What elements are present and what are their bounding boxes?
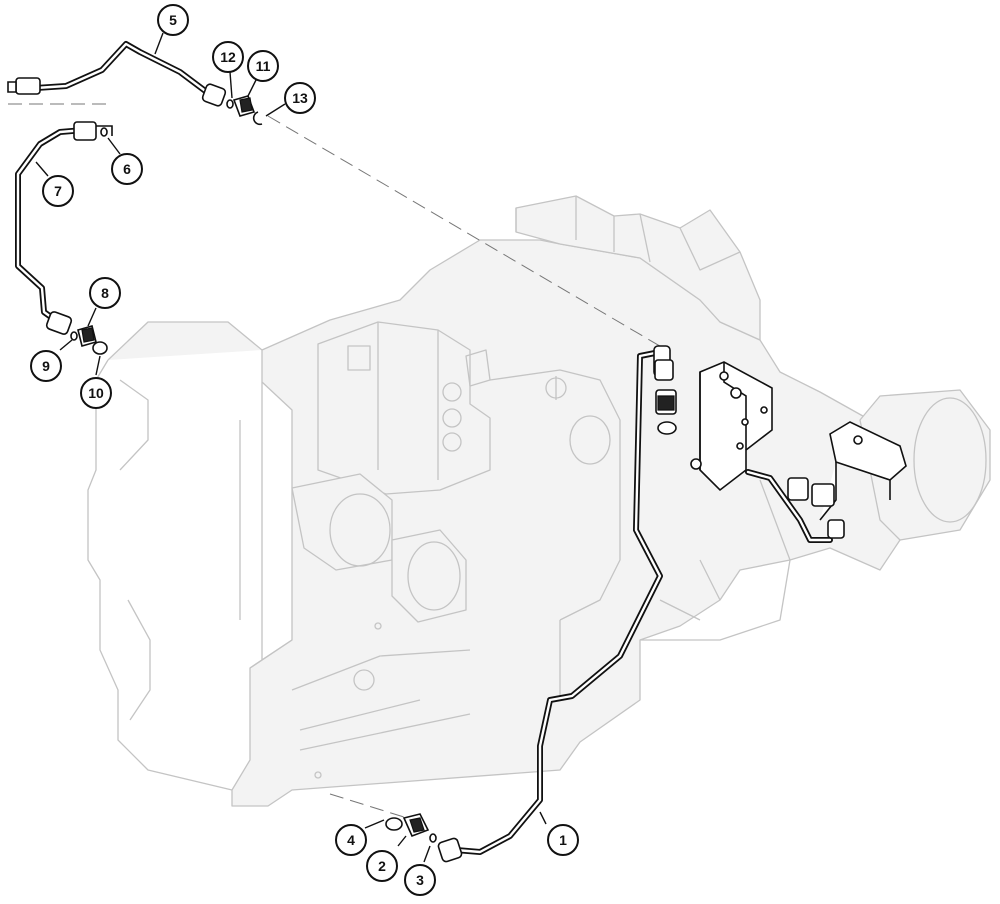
callout-5: 5 — [157, 4, 189, 36]
svg-text:4: 4 — [347, 832, 355, 848]
o-ring-3 — [429, 833, 437, 843]
svg-text:2: 2 — [378, 858, 386, 874]
callouts: 1 2 3 4 5 6 7 8 — [30, 4, 579, 896]
leader-lines — [35, 32, 547, 863]
callout-10: 10 — [80, 377, 112, 409]
callout-13: 13 — [284, 82, 316, 114]
callout-6: 6 — [111, 153, 143, 185]
left-fittings — [70, 127, 108, 355]
svg-text:5: 5 — [169, 12, 177, 28]
svg-text:1: 1 — [559, 832, 567, 848]
o-ring-6 — [100, 127, 108, 137]
transmission-housing-outline — [87, 195, 991, 807]
callout-4: 4 — [335, 824, 367, 856]
tube-7 — [15, 121, 113, 335]
o-ring-13 — [252, 111, 263, 126]
callout-8: 8 — [89, 277, 121, 309]
callout-7: 7 — [42, 175, 74, 207]
o-ring-4 — [385, 817, 403, 831]
upper-fittings — [226, 95, 263, 126]
tube-5 — [7, 41, 227, 107]
o-ring-12 — [226, 99, 234, 109]
tube-1-upper-fittings — [654, 359, 677, 435]
o-ring-10 — [92, 341, 108, 355]
svg-text:7: 7 — [54, 183, 62, 199]
callout-2: 2 — [366, 850, 398, 882]
svg-text:12: 12 — [220, 49, 236, 65]
svg-text:6: 6 — [123, 161, 131, 177]
lower-fittings — [385, 813, 437, 843]
callout-1: 1 — [547, 824, 579, 856]
svg-text:8: 8 — [101, 285, 109, 301]
svg-text:9: 9 — [42, 358, 50, 374]
callout-3: 3 — [404, 864, 436, 896]
callout-12: 12 — [212, 41, 244, 73]
alignment-dash-lines — [8, 103, 671, 823]
svg-text:13: 13 — [292, 90, 308, 106]
callout-9: 9 — [30, 350, 62, 382]
svg-text:10: 10 — [88, 385, 104, 401]
callout-11: 11 — [247, 50, 279, 82]
svg-text:11: 11 — [256, 58, 271, 74]
svg-text:3: 3 — [416, 872, 424, 888]
o-ring-9 — [70, 331, 78, 341]
valve-manifold — [690, 361, 907, 543]
